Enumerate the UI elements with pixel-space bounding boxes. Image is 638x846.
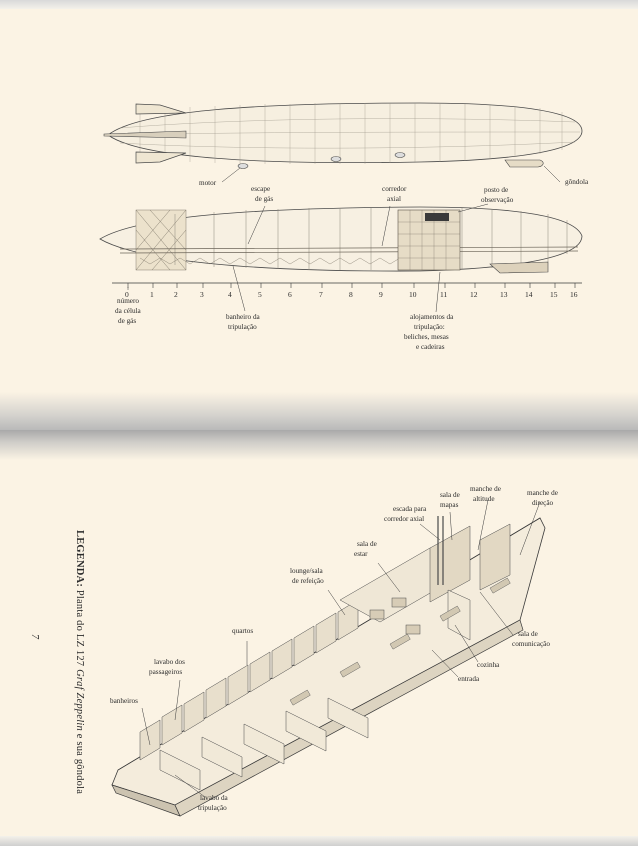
label-escape-gas-2: de gás — [255, 195, 273, 203]
cell-number-14: 14 — [525, 290, 533, 299]
label-escada-2: corredor axial — [384, 515, 424, 523]
zeppelin-cutaway-view — [99, 206, 583, 274]
gas-cell-scale: 0 1 2 3 4 5 6 7 8 9 10 11 12 13 14 15 16 — [112, 282, 582, 299]
page-fold-shadow — [0, 392, 638, 430]
cell-number-2: 2 — [174, 290, 178, 299]
label-sala-comunicacao-2: comunicação — [512, 640, 550, 648]
label-corredor-2: axial — [387, 195, 401, 203]
top-page: 0 1 2 3 4 5 6 7 8 9 10 11 12 13 14 15 16 — [0, 0, 638, 430]
label-numero-2: da célula — [115, 307, 142, 315]
zeppelin-exterior-view — [103, 102, 583, 169]
label-gondola: gôndola — [565, 178, 589, 186]
label-sala-estar-1: sala de — [357, 540, 377, 548]
label-lounge-1: lounge/sala — [290, 567, 324, 575]
leader-lines-top — [127, 165, 561, 313]
label-sala-estar-2: estar — [354, 550, 368, 558]
label-alojamentos-2: tripulação: — [414, 323, 445, 331]
cell-number-7: 7 — [319, 290, 323, 299]
label-manche-altitude-2: altitude — [473, 495, 495, 503]
label-manche-direcao-2: direção — [532, 499, 554, 507]
page-fold-shadow-bottom — [0, 430, 638, 460]
cell-number-12: 12 — [470, 290, 478, 299]
cell-number-9: 9 — [379, 290, 383, 299]
cell-number-1: 1 — [150, 290, 154, 299]
label-entrada: entrada — [458, 675, 480, 683]
label-sala-comunicacao-1: sala de — [518, 630, 538, 638]
label-numero-3: de gás — [118, 317, 136, 325]
label-quartos: quartos — [232, 627, 253, 635]
cell-number-13: 13 — [500, 290, 508, 299]
hull-windows — [289, 577, 511, 706]
label-lavabo-passageiros-2: passageiros — [149, 668, 182, 676]
cabin-partitions — [139, 599, 369, 791]
label-posto-2: observação — [481, 196, 514, 204]
cell-number-4: 4 — [228, 290, 232, 299]
label-sala-mapas-2: mapas — [440, 501, 459, 509]
label-numero-1: número — [117, 297, 139, 305]
cell-number-8: 8 — [349, 290, 353, 299]
label-alojamentos-3: beliches, mesas — [404, 333, 449, 341]
label-escape-gas-1: escape — [251, 185, 270, 193]
cell-number-5: 5 — [258, 290, 262, 299]
label-lavabo-tripulacao-1: lavabo da — [200, 794, 229, 802]
cell-number-16: 16 — [570, 290, 578, 299]
cell-number-3: 3 — [200, 290, 204, 299]
label-motor: motor — [199, 179, 217, 187]
label-lounge-2: de refeição — [292, 577, 324, 585]
label-posto-1: posto de — [484, 186, 508, 194]
cell-number-6: 6 — [288, 290, 292, 299]
page-edge-top — [0, 0, 638, 9]
label-cozinha: cozinha — [477, 661, 500, 669]
bottom-page: LEGENDA: Planta do LZ 127 Graf Zeppelin … — [0, 430, 638, 846]
label-manche-altitude-1: manche de — [470, 485, 501, 493]
cell-number-10: 10 — [409, 290, 417, 299]
cell-number-0: 0 — [125, 290, 129, 299]
label-banheiro-2: tripulação — [228, 323, 257, 331]
lounge-area — [339, 516, 511, 641]
page-edge-bottom — [0, 836, 638, 846]
cell-number-15: 15 — [550, 290, 558, 299]
label-corredor-1: corredor — [382, 185, 407, 193]
label-banheiros: banheiros — [110, 697, 138, 705]
label-banheiro-1: banheiro da — [226, 313, 261, 321]
label-sala-mapas-1: sala de — [440, 491, 460, 499]
label-escada-1: escada para — [393, 505, 427, 513]
zeppelin-diagrams: 0 1 2 3 4 5 6 7 8 9 10 11 12 13 14 15 16 — [99, 102, 589, 351]
cell-number-11: 11 — [440, 290, 447, 299]
gondola-cutaway: escada para corredor axial sala de mapas… — [110, 485, 558, 817]
label-lavabo-passageiros-1: lavabo dos — [154, 658, 185, 666]
label-alojamentos-1: alojamentos da — [410, 313, 454, 321]
label-lavabo-tripulacao-2: tripulação — [198, 804, 227, 812]
leader-lines-bottom — [141, 499, 541, 798]
label-manche-direcao-1: manche de — [527, 489, 558, 497]
label-alojamentos-4: e cadeiras — [416, 343, 445, 351]
